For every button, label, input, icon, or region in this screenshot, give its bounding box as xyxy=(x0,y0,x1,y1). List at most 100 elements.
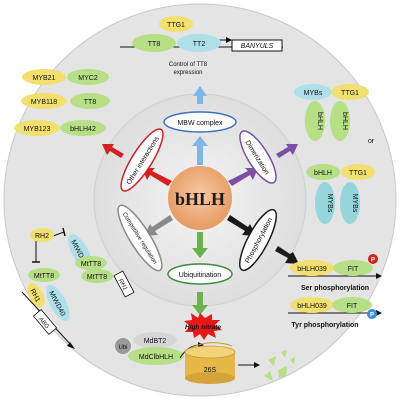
phosphorylation-oval xyxy=(239,208,277,272)
mbw-caption-line1: Control of TT8 xyxy=(169,62,208,68)
mbw-caption-line2: expression xyxy=(173,70,202,76)
pair1-right-node xyxy=(67,69,109,85)
banyuls-gene-label: BANYULS xyxy=(241,43,274,50)
rh1-gene-box xyxy=(113,270,135,298)
pair2-left-node xyxy=(21,93,67,109)
pair3-right-label: bHLH42 xyxy=(70,126,96,133)
dimer-bottom-mybs-right-node xyxy=(340,182,360,224)
tyr-phosphorylation-caption: Tyr phosphorylation xyxy=(291,322,358,329)
proteasome-top xyxy=(184,345,236,359)
arrow-to-other xyxy=(142,168,172,186)
bhlh-center-label: bHLH xyxy=(175,189,225,209)
mbw-panel: BANYULS TTG1 TT8 TT2 Control of TT8 expr… xyxy=(120,16,283,76)
dimer-top-mybs-label: MYBs xyxy=(304,90,323,97)
arrow-to-dimerization xyxy=(228,168,258,186)
dimer-bottom-ttg1-node xyxy=(341,164,375,180)
fragment-3 xyxy=(264,371,273,381)
ser-fit-node xyxy=(333,260,373,276)
mbw-complex-oval xyxy=(163,111,237,133)
ubiquitination-oval xyxy=(167,263,233,285)
dimerization-panel: MYBs TTG1 bHLH bHLH or bHLH TTG1 MYBs MY… xyxy=(294,84,375,224)
mttt8-label-2: MtTT8 xyxy=(87,274,107,281)
dimer-bottom-bhlh-label: bHLH xyxy=(314,170,332,177)
tyr-line-arrowhead xyxy=(376,310,382,316)
ser-phospho-badge xyxy=(368,254,378,264)
tyr-phospho-badge-label: P xyxy=(370,313,374,319)
pair1-right-label: MYC2 xyxy=(78,75,98,82)
ser-phosphorylation-caption: Ser phosphorylation xyxy=(301,285,369,292)
mttt8-node-3 xyxy=(28,268,60,282)
arrow-to-competitive xyxy=(144,215,173,236)
high-nitrate-burst xyxy=(184,313,222,340)
pair1-left-node xyxy=(22,69,66,85)
ser-fit-label: FIT xyxy=(348,266,359,273)
pair3-right-node xyxy=(60,120,106,136)
dimer-top-bhlh-left-node xyxy=(305,101,325,141)
ser-bhlh039-node xyxy=(290,260,334,276)
dimer-top-mybs-node xyxy=(294,84,332,100)
arrow-dimerization-outer xyxy=(276,144,298,158)
mbw-complex-label: MBW complex xyxy=(177,120,223,127)
promoter-arrowhead xyxy=(226,37,232,43)
dimer-bottom-mybs-left-label: MYBs xyxy=(326,194,333,213)
ubi-node xyxy=(115,338,131,354)
tt2-label: TT2 xyxy=(193,41,206,48)
fragment-4 xyxy=(281,350,287,358)
bhlh-center xyxy=(168,166,232,230)
dimerization-oval xyxy=(239,130,277,184)
mdbt2-label: MdBT2 xyxy=(144,338,167,345)
rh2-node xyxy=(30,228,54,242)
dimer-bottom-bhlh-node xyxy=(306,164,340,180)
arrow-other-outer xyxy=(102,144,124,158)
tyr-bhlh039-node xyxy=(290,297,334,313)
arrow-ubiquitination-outer xyxy=(192,292,208,315)
pair2-right-node xyxy=(70,93,110,109)
fragment-1 xyxy=(268,356,276,366)
rh1-label-2: RH1 xyxy=(117,278,128,291)
mdclbhlh-node xyxy=(128,347,184,365)
pair2-right-label: TT8 xyxy=(84,99,97,106)
other-interactions-oval xyxy=(120,128,164,192)
arrow-to-ubiquitination xyxy=(192,232,208,258)
fragment-2 xyxy=(278,366,287,378)
tyr-bhlh039-label: bHLH039 xyxy=(297,303,327,310)
arrow-to-phosphorylation xyxy=(227,215,256,236)
ser-bhlh039-label: bHLH039 xyxy=(297,266,327,273)
phosphorylation-panel: bHLH039 FIT P Ser phosphorylation bHLH03… xyxy=(288,254,382,329)
arrow-to-mbw xyxy=(192,136,208,165)
rh2-to-mtwd40-bar xyxy=(62,227,66,237)
dimer-top-ttg1-node xyxy=(331,84,369,100)
proteasome-label: 26S xyxy=(204,367,217,374)
dimer-top-bhlh-left-label: bHLH xyxy=(316,112,323,130)
high-nitrate-label: High nitrate xyxy=(185,324,221,331)
ser-line-arrowhead xyxy=(376,273,382,279)
pair3-left-node xyxy=(14,120,60,136)
fragment-5 xyxy=(290,357,295,364)
mttt8-label-3: MtTT8 xyxy=(34,273,54,280)
dimer-bottom-ttg1-label: TTG1 xyxy=(349,170,367,177)
mttt8-label-1: MtTT8 xyxy=(81,261,101,268)
ser-phospho-badge-label: P xyxy=(371,258,375,264)
rh2-to-mtwd40-line xyxy=(52,231,65,237)
ttg1-node xyxy=(159,16,193,32)
mdclbhlh-label: MdClbHLH xyxy=(139,354,173,361)
rh1-node-1 xyxy=(27,283,45,307)
tt8-label: TT8 xyxy=(148,41,161,48)
dimer-bottom-mybs-left-node xyxy=(315,182,335,224)
proteasome-lid xyxy=(187,342,233,350)
center-arrows xyxy=(102,86,299,315)
tyr-fit-node xyxy=(332,297,372,313)
mttt8-node-2 xyxy=(81,269,113,283)
ubiquitination-panel: High nitrate Ubi MdBT2 MdClbHLH 26S xyxy=(115,313,295,384)
ubi-label: Ubi xyxy=(118,345,127,351)
dimer-top-bhlh-right-label: bHLH xyxy=(341,112,348,130)
abg-dna-arrowhead xyxy=(67,342,75,349)
proteasome-bottom xyxy=(185,372,235,384)
tt8-node xyxy=(132,34,176,52)
ubiquitination-label: Ubiquitination xyxy=(179,272,222,279)
ttg1-label: TTG1 xyxy=(167,22,185,29)
arrow-phosphorylation-outer xyxy=(275,246,299,264)
dimer-or-label: or xyxy=(368,138,375,145)
